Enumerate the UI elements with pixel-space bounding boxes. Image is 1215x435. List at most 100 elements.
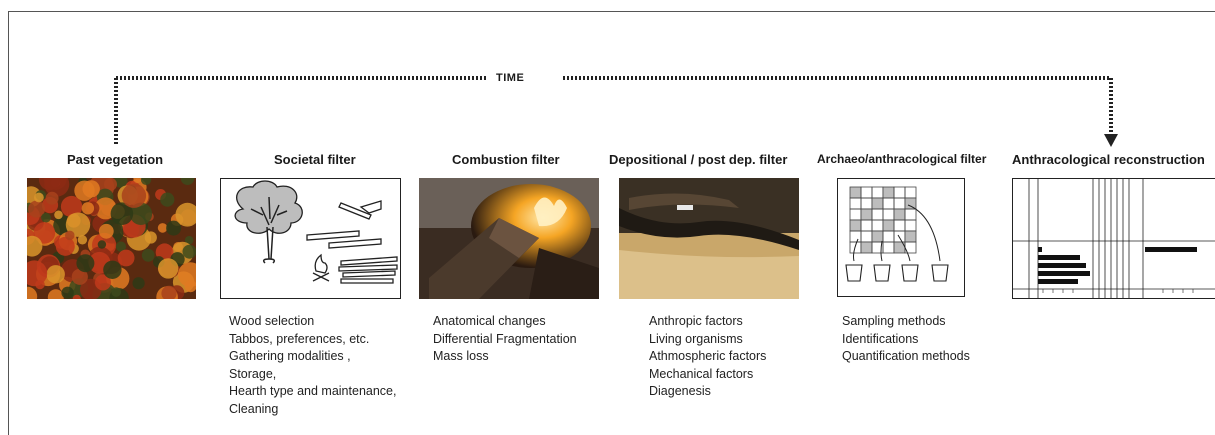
tree-canopy-blob [113,178,128,188]
tree-canopy-blob [46,265,65,284]
stage-title-past-vegetation: Past vegetation [67,152,164,167]
tree-canopy-blob [132,277,145,290]
factor-item: Cleaning [229,401,279,416]
tree-canopy-blob [166,220,182,236]
figure-frame [8,11,1215,435]
tree-canopy-blob [38,178,61,191]
tree-canopy-blob [45,191,59,205]
diagram-bars [1038,247,1197,284]
grid-cell [893,208,906,221]
grid-cell [860,241,873,254]
tree-canopy-blob [65,230,75,241]
factor-item: Living organisms [649,331,743,346]
tree-canopy-blob [140,178,152,185]
factor-item: Storage, [229,366,277,381]
tree-canopy-blob [184,280,196,293]
factor-item: Gathering modalities , [229,349,351,363]
factor-item: Mechanical factors [649,366,754,381]
grid-cell [904,208,917,221]
tree-canopy-blob [55,236,75,256]
factor-item: Differential Fragmentation [433,331,577,346]
stage-title-depositional-filter: Depositional / post dep. filter [609,152,788,167]
anthracological-diagram [1013,179,1215,298]
grid-cell [860,208,873,221]
tree-canopy-blob [27,235,43,257]
tree-canopy-blob [98,223,114,239]
grid-cell [849,186,862,199]
grid-cell [904,219,917,232]
grid-cell [849,230,862,243]
tree-canopy-blob [27,260,48,287]
tree-canopy-blob [41,212,51,223]
tree-canopy-blob [28,200,46,218]
societal-filter-image [220,178,401,299]
tree-canopy-blob [60,195,83,218]
factor-item: Hearth type and maintenance, [229,384,397,398]
wood-pieces [306,200,398,284]
campfire-icon [312,253,330,282]
tree-canopy-blob [97,240,107,249]
factor-item: Wood selection [229,314,315,328]
tree-and-wood-drawing [234,180,398,284]
depositional-factors-list: Anthropic factors Living organisms Athmo… [649,313,766,401]
tree-trunk [266,226,274,260]
stage-title-reconstruction: Anthracological reconstruction [1012,152,1205,167]
tree-canopy-blob [161,285,177,299]
stage-title-combustion-filter: Combustion filter [452,152,560,167]
tree-canopy-blob [129,202,153,225]
societal-factors-list: Wood selection Tabbos, preferences, etc.… [229,313,396,418]
grid-cell [849,197,862,210]
tree-canopy-blob [141,248,155,262]
tree-canopy-blob [54,210,63,220]
tree-canopy-blob [157,223,168,233]
tree-canopy-blob [115,241,127,252]
timeline-arrowhead [1104,134,1118,147]
sampling-grid-drawing [845,186,949,282]
sample-buckets [845,264,949,282]
tree-canopy-blob [76,254,95,273]
tree-canopy-blob [27,286,38,299]
tree-canopy-blob [121,183,147,208]
tree-canopy-blob [117,249,135,267]
grid-cell [860,230,873,243]
depositional-filter-image [619,178,799,299]
grid-cell [871,197,884,210]
burning-log-photo [419,178,599,299]
grid-cell [904,197,917,210]
grid-cell [871,208,884,221]
tree-canopy-blob [72,294,81,299]
archaeo-filter-image [837,178,965,297]
grid-cell [893,197,906,210]
tree-canopy-blob [175,202,196,227]
tree-canopy-blob [180,178,195,185]
stage-title-archaeo-filter: Archaeo/anthracological filter [817,152,987,166]
reconstruction-image [1012,178,1215,299]
grid-cell [882,186,895,199]
grid-cell [893,219,906,232]
grid-cell [871,219,884,232]
timeline-arrow [114,76,1118,147]
tree-canopy-blob [160,192,175,207]
tree-canopy-blob [184,235,194,245]
sampling-arrows [853,204,941,262]
grid-cell [882,219,895,232]
grid-cell [871,230,884,243]
tree-canopy-blob [133,178,142,184]
factor-item: Athmospheric factors [649,349,767,363]
grid-cell [904,186,917,199]
tree-canopy-blob [77,235,88,245]
excavation-layer-photo [619,178,799,299]
grid-cell [849,208,862,221]
tree-canopy-blob [47,289,64,299]
grid-cell [849,241,862,254]
tree-canopy-blob [61,286,74,299]
factor-item: Tabbos, preferences, etc. [229,331,370,346]
tree-canopy-blob [110,202,134,225]
tree-canopy-blob [103,260,122,279]
combustion-factors-list: Anatomical changes Differential Fragment… [433,313,577,366]
past-vegetation-image [27,178,196,299]
autumn-forest-photo [27,178,196,299]
factor-item: Sampling methods [842,314,946,328]
grid-cell [893,186,906,199]
factor-item: Anatomical changes [433,314,546,328]
